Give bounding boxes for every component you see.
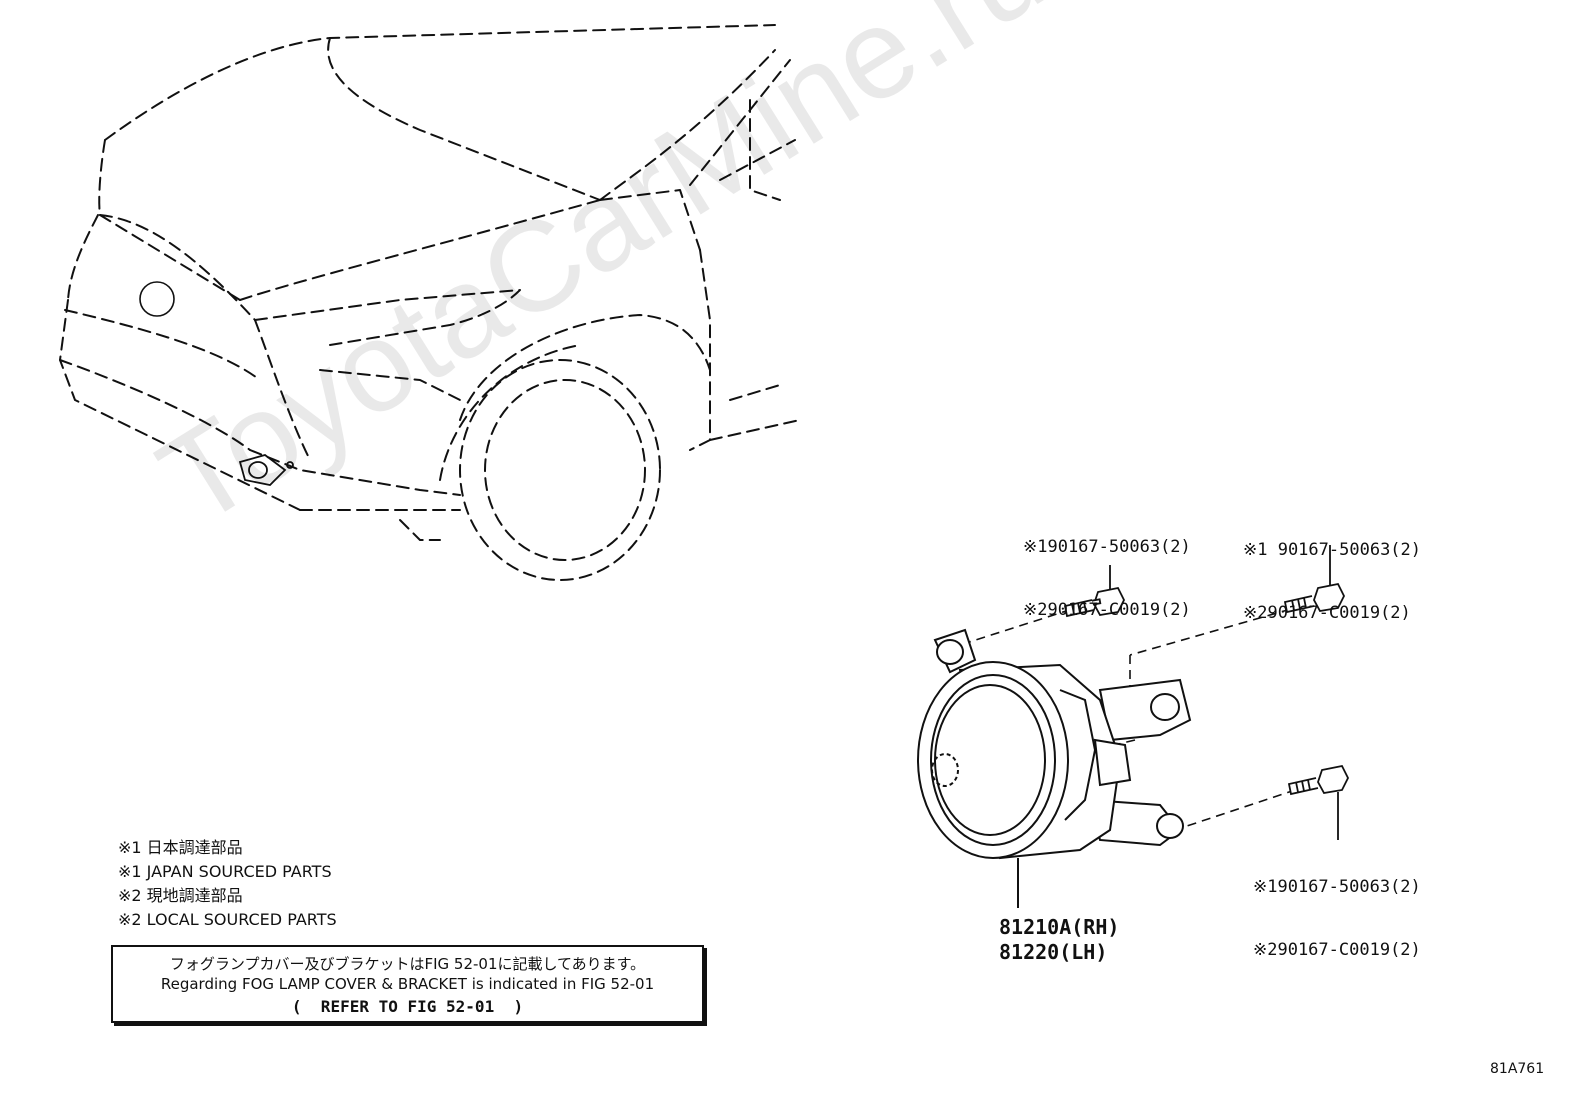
part-number-rh: 81210A(RH) [999,915,1120,939]
callout-bolt-top-left: ※190167-50063(2) ※290167-C0019(2) [1023,495,1191,642]
callout-line: ※190167-50063(2) [1253,877,1421,897]
legend-item: ※2 LOCAL SOURCED PARTS [118,910,337,929]
bolt-icon [1283,545,1346,614]
note-english: Regarding FOG LAMP COVER & BRACKET is in… [160,975,655,993]
callout-bolt-bottom-right: ※190167-50063(2) ※290167-C0019(2) [1253,835,1421,982]
legend: ※1 日本調達部品 ※1 JAPAN SOURCED PARTS ※2 現地調達… [118,836,337,932]
legend-item: ※1 JAPAN SOURCED PARTS [118,862,332,881]
callout-line: ※290167-C0019(2) [1243,603,1411,623]
note-refer: ( REFER TO FIG 52-01 ) [291,997,524,1016]
callout-line: ※290167-C0019(2) [1253,940,1421,960]
figure-id: 81A761 [1490,1061,1545,1077]
reference-note-box: フォグランプカバー及びブラケットはFIG 52-01に記載してあります。 Reg… [111,945,704,1023]
callout-line: ※190167-50063(2) [1023,537,1191,557]
fog-lamp-location-icon [238,454,294,486]
fog-lamp-part-numbers: 81210A(RH) 81220(LH) [999,915,1119,965]
callout-line: ※1 90167-50063(2) [1243,540,1422,560]
bolt-icon [1063,565,1126,618]
note-japanese: フォグランプカバー及びブラケットはFIG 52-01に記載してあります。 [169,955,646,973]
callout-bolt-top-right: ※1 90167-50063(2) ※290167-C0019(2) [1243,498,1421,645]
fog-lamp-icon [917,628,1192,908]
callout-line: ※290167-C0019(2) [1023,600,1191,620]
emblem-icon [139,281,175,317]
part-number-lh: 81220(LH) [999,940,1108,964]
bolt-icon [1287,764,1350,840]
legend-item: ※1 日本調達部品 [118,838,243,857]
legend-item: ※2 現地調達部品 [118,886,243,905]
vehicle-outline [59,24,801,581]
